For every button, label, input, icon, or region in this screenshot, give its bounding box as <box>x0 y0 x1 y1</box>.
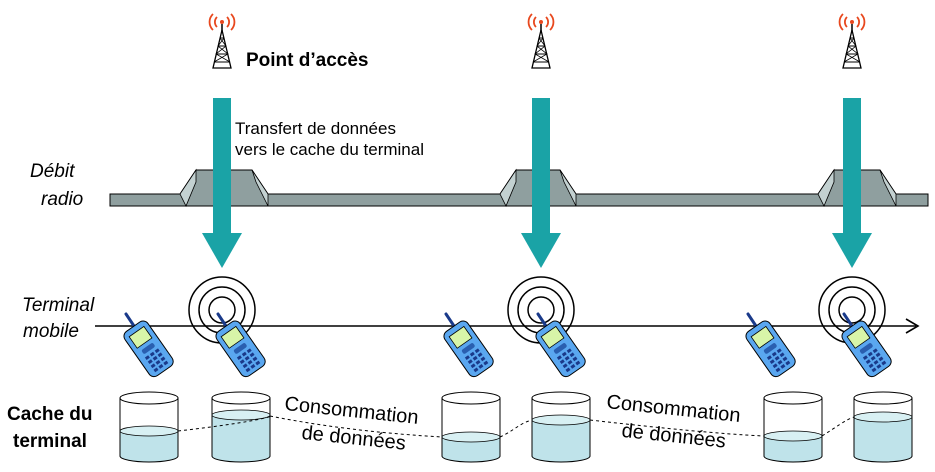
cache-cylinder <box>119 391 179 463</box>
cache-label-line1: Cache du <box>7 404 93 425</box>
antenna-tower-icon <box>838 13 866 69</box>
cache-cylinder <box>531 391 591 463</box>
antenna-tower-icon <box>527 13 555 69</box>
consumption-curve <box>821 416 855 437</box>
mobile-phone-icon <box>120 312 178 381</box>
consumption-curve <box>177 415 273 432</box>
mobile-terminal-label-line2: mobile <box>23 321 79 342</box>
consumption-label-2-line2: de données <box>621 420 727 453</box>
transfer-label-line2: vers le cache du terminal <box>235 140 424 159</box>
cache-cylinder <box>441 391 501 463</box>
consumption-curve <box>499 419 533 438</box>
radio-rate-label-line2: radio <box>41 189 83 210</box>
cache-label-line2: terminal <box>13 431 87 452</box>
access-point-label: Point d’accès <box>246 50 369 71</box>
transfer-label-line1: Transfert de données <box>235 119 396 138</box>
antenna-tower-icon <box>208 13 236 69</box>
cache-cylinder <box>763 391 823 463</box>
mobile-phone-icon <box>742 312 800 381</box>
radio-rate-band <box>109 168 929 207</box>
radio-rate-label-line1: Débit <box>30 161 75 182</box>
mobile-phone-icon <box>440 312 498 381</box>
cache-cylinder <box>211 391 271 463</box>
consumption-label-1-line2: de données <box>301 422 407 455</box>
consumption-curve <box>269 415 443 438</box>
mobile-terminal-label-line1: Terminal <box>22 295 95 316</box>
cache-cylinder <box>853 391 913 463</box>
consumption-curve <box>589 419 765 437</box>
